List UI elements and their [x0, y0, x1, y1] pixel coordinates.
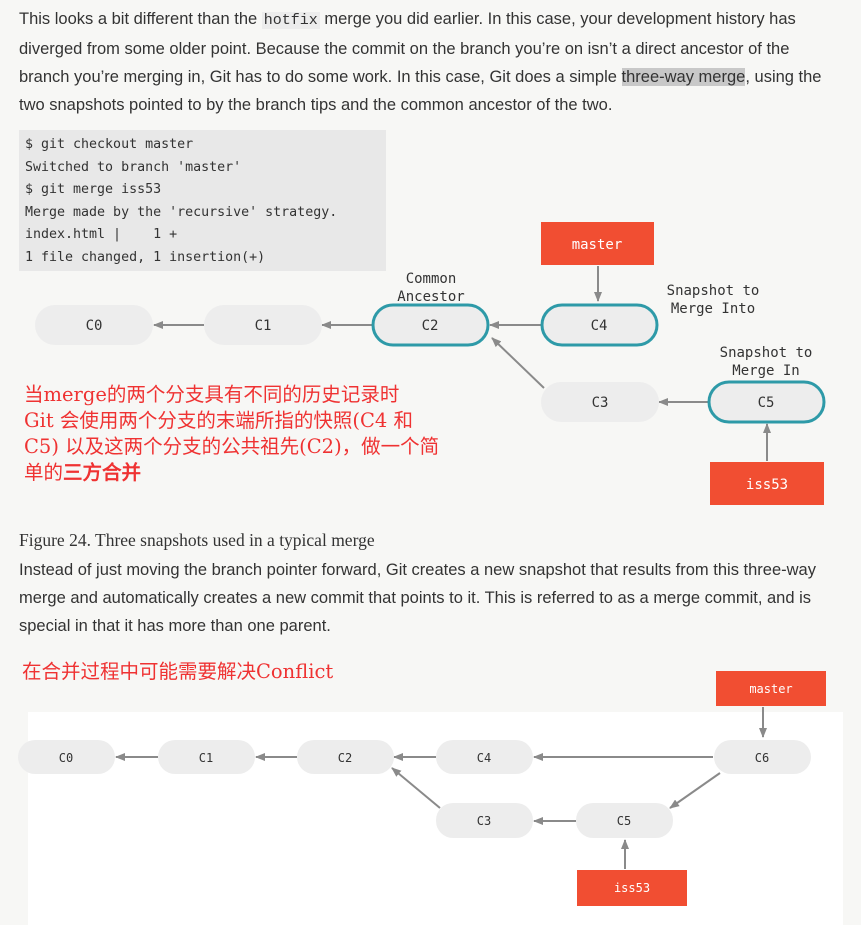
code-line: $ git merge iss53: [25, 182, 162, 197]
commit-label: C2: [338, 751, 352, 765]
code-line: 1 file changed, 1 insertion(+): [25, 249, 266, 265]
note-emphasis: 三方合并: [63, 461, 142, 484]
commit-label: C6: [755, 751, 769, 765]
snapshot-in-label: Merge In: [732, 363, 799, 379]
note-line: Git 会使用两个分支的末端所指的快照(C4 和: [24, 409, 413, 432]
chinese-note: 当merge的两个分支具有不同的历史记录时 Git 会使用两个分支的末端所指的快…: [24, 382, 484, 486]
intro-text-3: , using the two snapshots pointed to by …: [19, 68, 822, 114]
figure-caption: Figure 24. Three snapshots used in a typ…: [19, 530, 375, 550]
commit-label: C1: [199, 751, 213, 765]
master-branch-label: [541, 222, 654, 265]
highlighted-term: three-way merge: [621, 68, 746, 86]
commit-node-c1: [158, 740, 255, 774]
commit-node-c0: [35, 305, 153, 345]
common-ancestor-label: Common: [406, 271, 457, 287]
commit-label: C3: [592, 395, 609, 411]
commit-node-c6: [714, 740, 811, 774]
intro-text-1: This looks a bit different than the: [19, 10, 262, 28]
commit-node-c4: [540, 303, 659, 347]
commit-node-c5: [576, 803, 673, 838]
arrow: [491, 337, 545, 389]
snapshot-into-label: Merge Into: [671, 301, 755, 317]
commit-label: C0: [59, 751, 73, 765]
commit-node-c3: [436, 803, 533, 838]
note-line: C5) 以及这两个分支的公共祖先(C2)，做一个简: [24, 435, 440, 458]
intro-text-2: merge you did earlier. In this case, you…: [19, 10, 796, 86]
commit-label: C0: [86, 318, 103, 334]
code-line: Merge made by the 'recursive' strategy.: [25, 204, 338, 220]
code-line: $ git checkout master: [25, 137, 194, 152]
master-label-text: master: [572, 237, 623, 253]
code-line: Switched to branch 'master': [25, 159, 242, 175]
arrow: [669, 772, 721, 809]
code-line: index.html | 1 +: [25, 227, 178, 242]
commit-label: C3: [477, 814, 491, 828]
common-ancestor-label: Ancestor: [397, 289, 464, 305]
conflict-note: 在合并过程中可能需要解决Conflict: [22, 660, 334, 683]
commit-node-c2: [297, 740, 394, 774]
commit-label: C1: [255, 318, 272, 334]
commit-label: C4: [591, 318, 608, 334]
commit-node-c2: [371, 303, 490, 347]
arrow: [391, 767, 441, 809]
outro-paragraph: Instead of just moving the branch pointe…: [19, 561, 816, 635]
commit-node-c5: [707, 380, 826, 424]
code-block: $ git checkout master Switched to branch…: [19, 130, 386, 271]
master-branch-label: [716, 671, 826, 706]
iss53-branch-label: [577, 870, 687, 906]
snapshot-in-label: Snapshot to: [720, 345, 813, 361]
commit-label: C4: [477, 751, 491, 765]
intro-paragraph: This looks a bit different than the hotf…: [19, 5, 839, 119]
inline-code-hotfix: hotfix: [261, 12, 320, 29]
note-line: 单的: [24, 461, 64, 484]
commit-node-c3: [541, 382, 659, 422]
iss53-branch-label: [710, 462, 824, 505]
merge-diagram-after: master iss53 C0 C1 C2 C4 C6 C3 C5: [18, 671, 826, 906]
snapshot-into-label: Snapshot to: [667, 283, 760, 299]
commit-label: C2: [422, 318, 439, 334]
iss53-label-text: iss53: [746, 477, 788, 493]
merge-diagram-before: master iss53 Common Ancestor Snapshot to…: [35, 222, 826, 505]
note-line: 当merge的两个分支具有不同的历史记录时: [24, 383, 400, 406]
commit-label: C5: [617, 814, 631, 828]
commit-label: C5: [758, 395, 775, 411]
iss53-label-text: iss53: [614, 881, 650, 895]
master-label-text: master: [749, 682, 792, 696]
commit-node-c0: [18, 740, 115, 774]
commit-node-c1: [204, 305, 322, 345]
commit-node-c4: [436, 740, 533, 774]
